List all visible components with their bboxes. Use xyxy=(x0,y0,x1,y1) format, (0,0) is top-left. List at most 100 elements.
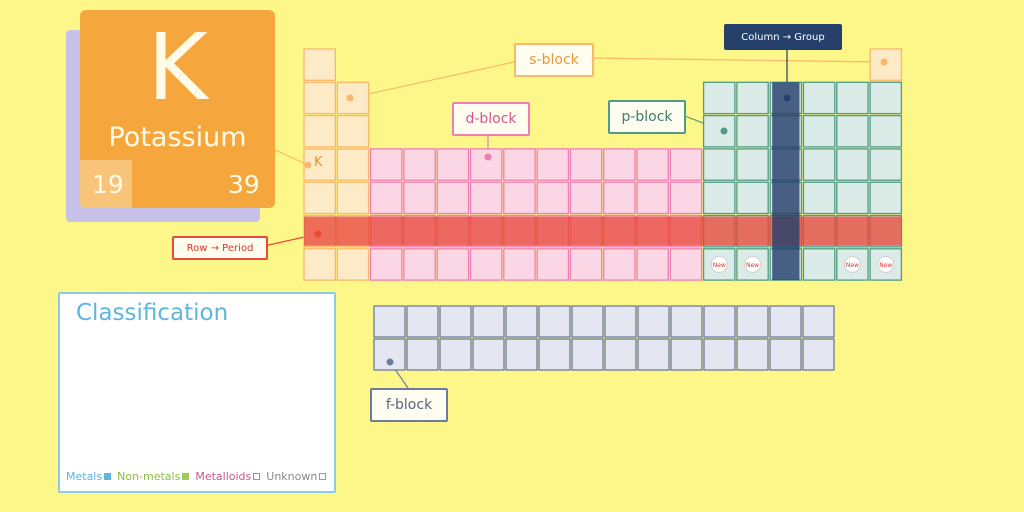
s-block-cell xyxy=(336,248,370,281)
d-block-cell xyxy=(503,181,536,215)
f-block-cell xyxy=(670,305,703,338)
element-blocks xyxy=(303,48,903,371)
legend-nonmetals: Non-metals xyxy=(117,470,190,483)
d-block-cell xyxy=(536,181,570,215)
s-block-cell xyxy=(336,114,370,148)
d-block-cell xyxy=(569,248,603,281)
new-badge-circle xyxy=(744,255,762,273)
p-block-cell xyxy=(802,81,836,115)
f-block-cell xyxy=(802,338,835,371)
group-highlight xyxy=(772,82,800,281)
d-block-cell xyxy=(569,181,603,215)
d-block-cell xyxy=(669,148,703,181)
f-block-cell xyxy=(703,338,736,371)
p-block-cell xyxy=(736,148,769,181)
label-dot xyxy=(720,127,728,135)
d-block-cell xyxy=(369,248,403,281)
f-block-cell xyxy=(538,305,571,338)
s-block-cell xyxy=(303,248,336,281)
s-block-cell xyxy=(336,148,370,181)
classification-title: Classification xyxy=(76,300,229,326)
f-block-cell xyxy=(373,305,406,338)
atomic-number-box xyxy=(80,160,132,208)
d-block-cell xyxy=(603,148,636,181)
f-block-cell xyxy=(505,305,538,338)
f-block-cell xyxy=(406,338,439,371)
label-dot xyxy=(346,94,354,102)
d-block-cell xyxy=(469,148,503,181)
p-block-label: p-block xyxy=(608,100,686,134)
p-block-cell xyxy=(836,114,869,148)
f-block-cell xyxy=(538,338,571,371)
metals-swatch xyxy=(104,473,112,480)
potassium-card: K Potassium 19 39 xyxy=(80,10,275,208)
p-block-cell xyxy=(869,81,903,115)
f-block-cell xyxy=(571,305,604,338)
p-block-cell xyxy=(702,114,736,148)
s-block-cell xyxy=(303,48,336,81)
d-block-cell xyxy=(569,148,603,181)
new-badge-circle xyxy=(877,255,895,273)
f-block-cell xyxy=(406,305,439,338)
f-block-cell xyxy=(472,305,505,338)
d-block-cell xyxy=(636,148,669,181)
new-badge-text: New xyxy=(713,262,726,269)
f-block-label: f-block xyxy=(370,388,448,422)
p-block-cell xyxy=(702,81,736,115)
f-block-cell xyxy=(604,338,637,371)
p-block-cell xyxy=(736,81,769,115)
d-block-cell xyxy=(536,148,570,181)
new-badge-text: New xyxy=(879,262,892,269)
f-block-cell xyxy=(571,338,604,371)
classification-legend: Metals Non-metals Metalloids Unknown xyxy=(66,470,327,483)
f-block-cell xyxy=(670,338,703,371)
f-block-cell xyxy=(736,305,769,338)
d-block-cell xyxy=(503,248,536,281)
element-name: Potassium xyxy=(108,122,247,153)
f-block-cell xyxy=(439,338,472,371)
d-block-cell xyxy=(469,248,503,281)
f-block-cell xyxy=(703,305,736,338)
f-block-cell xyxy=(736,338,769,371)
p-block-cell xyxy=(869,114,903,148)
new-badge-text: New xyxy=(846,262,859,269)
s-block-cell xyxy=(869,48,903,81)
new-badge-circle xyxy=(710,255,728,273)
s-block-cell xyxy=(303,181,336,215)
d-block-cell xyxy=(469,181,503,215)
label-dots xyxy=(304,58,888,366)
p-block-cell xyxy=(802,148,836,181)
s-block-cell xyxy=(336,181,370,215)
p-block-cell xyxy=(836,181,869,215)
label-dot xyxy=(484,153,492,161)
classification-panel xyxy=(58,292,336,493)
k-marker: K xyxy=(314,155,323,170)
legend-metals: Metals xyxy=(66,470,112,483)
d-block-cell xyxy=(436,181,470,215)
d-block-cell xyxy=(403,148,436,181)
d-block-cell xyxy=(669,248,703,281)
period-highlight xyxy=(304,216,902,246)
p-block-cell xyxy=(802,248,836,281)
d-block-cell xyxy=(403,248,436,281)
f-block-cell xyxy=(802,305,835,338)
f-block-cell xyxy=(505,338,538,371)
d-block-cell xyxy=(603,248,636,281)
p-block-cell xyxy=(702,148,736,181)
nonmetals-swatch xyxy=(182,473,190,480)
p-block-cell xyxy=(802,181,836,215)
new-badge: New xyxy=(877,255,895,273)
row-period-label: Row → Period xyxy=(172,236,268,260)
new-badge-text: New xyxy=(746,262,759,269)
legend-unknown: Unknown xyxy=(266,470,327,483)
atomic-mass: 39 xyxy=(228,170,260,199)
label-dot xyxy=(386,358,394,366)
label-dot xyxy=(314,230,322,238)
d-block-cell xyxy=(369,181,403,215)
d-block-cell xyxy=(403,181,436,215)
p-block-cell xyxy=(869,181,903,215)
element-symbol: K xyxy=(147,14,208,121)
metalloids-swatch xyxy=(253,473,261,480)
p-block-cell xyxy=(736,114,769,148)
